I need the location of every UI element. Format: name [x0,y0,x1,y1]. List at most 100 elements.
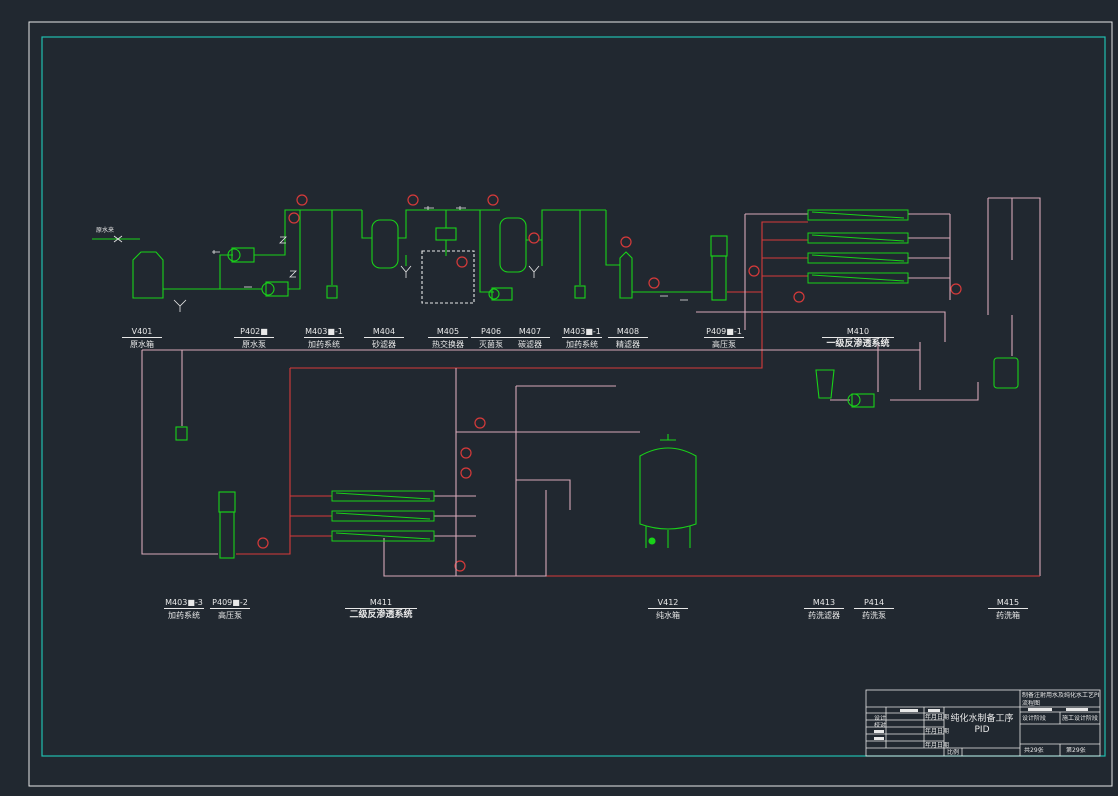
tb-date-2: 年月日期 [925,728,950,735]
ro-membranes [331,209,909,542]
title-block-fills [874,708,1088,740]
heat-exchanger-box [421,250,475,304]
pretreatment-section [92,209,728,304]
dosing-tank-1 [326,285,338,299]
equipment-name: 碳滤器 [518,340,542,349]
equipment-code: M407 [510,327,550,338]
instrument-bubble [950,283,962,295]
ro1-permeate-line [696,213,951,342]
instrument-bubble [296,194,308,206]
equipment-name: 加药系统 [566,340,598,349]
carbon-filter-vessel [499,217,527,273]
equipment-code: M403■-3 [164,598,204,609]
tb-total-sheets: 共29张 [1024,747,1044,754]
equipment-code: M410 [822,327,894,338]
precision-filter-vessel [619,251,633,299]
ro2-membrane-3 [331,530,435,542]
ro2-membrane-1 [331,490,435,502]
equipment-tag-p402: P402■原水泵 [226,327,282,349]
dosing-tank-2 [574,285,586,299]
instrument-bubble [460,447,472,459]
equipment-code: P409■-1 [704,327,744,338]
inner-drawing-frame [41,36,1106,757]
ro2-membrane-2 [331,510,435,522]
equipment-code: M403■-1 [562,327,602,338]
instruments [257,194,962,572]
precision-filter-feed [605,210,700,293]
equipment-code: M403■-1 [304,327,344,338]
instrument-bubble [648,277,660,289]
cleaning-pump [851,393,875,408]
instrument-bubble [474,417,486,429]
equipment-name: 二级反渗透系统 [349,610,413,620]
instrument-bubble [456,256,468,268]
equipment-name: 高压泵 [218,611,242,620]
equipment-name: 纯水箱 [656,611,680,620]
equipment-code: M413 [804,598,844,609]
equipment-name: 药洗泵 [862,611,886,620]
instrument-bubble [748,265,760,277]
high-pressure-pump-1-motor [710,235,728,257]
instrument-bubble [487,194,499,206]
valve-symbols [113,206,688,312]
pure-water-tank-nozzle [648,537,656,545]
equipment-tag-m403c: M403■-3 加药系统 [156,598,212,620]
check-valve-1 [279,236,287,244]
equipment-tag-v412: V412 纯水箱 [640,598,696,620]
equipment-code: P409■-2 [210,598,250,609]
high-pressure-pump-1-body [711,255,727,301]
instrument-bubble [620,236,632,248]
instrument-bubble [528,232,540,244]
drain-funnel-2 [400,265,412,278]
pump-valve-1 [212,250,220,254]
equipment-code: V412 [648,598,688,609]
equipment-tag-p409b: P409■-2 高压泵 [202,598,258,620]
sand-filter-vessel [371,219,399,269]
pure-water-tank [639,434,697,548]
equipment-code: V401 [122,327,162,338]
tb-date-1: 年月日期 [925,714,950,721]
drain-funnel-3 [528,265,540,278]
instrument-bubble [454,560,466,572]
instrument-bubble [257,537,269,549]
downstream-equipment [175,357,1019,559]
equipment-code: M404 [364,327,404,338]
equipment-name: 原水泵 [242,340,266,349]
instrument-bubble [793,291,805,303]
equipment-tag-m403b: M403■-1 加药系统 [554,327,610,349]
valve-pair-b [660,295,688,301]
sterilization-pump-casing [488,288,500,300]
check-valve-2 [289,270,297,278]
tb-title: 纯化水制备工序 PID [944,714,1020,736]
raw-water-inlet-label: 原水来 [96,227,115,234]
ro2-feed-line [236,368,332,555]
tb-date-3: 年月日期 [925,742,950,749]
tb-stage-label: 设计阶段 [1022,715,1047,722]
valve-pair-a [424,206,466,210]
ro1-membrane-2 [807,232,909,244]
equipment-name: 一级反渗透系统 [826,339,890,349]
title-block-grid [865,689,1101,757]
raw-water-pump-2 [265,281,289,297]
cleaning-pump-casing [847,393,861,407]
inlet-valve [113,235,123,243]
equipment-code: M411 [345,598,417,609]
equipment-name: 药洗箱 [996,611,1020,620]
ro1-feed-line [727,221,808,293]
pump-discharge-header [254,209,362,290]
tb-scale: 比例 [947,749,960,756]
cleaning-filter [815,369,835,399]
equipment-name: 药洗滤器 [808,611,840,620]
equipment-name: 加药系统 [168,611,200,620]
ro2-permeate-line [434,368,640,576]
tb-project: 制备注射用水及纯化水工艺PID [1022,692,1100,699]
equipment-code: P406 [471,327,511,338]
